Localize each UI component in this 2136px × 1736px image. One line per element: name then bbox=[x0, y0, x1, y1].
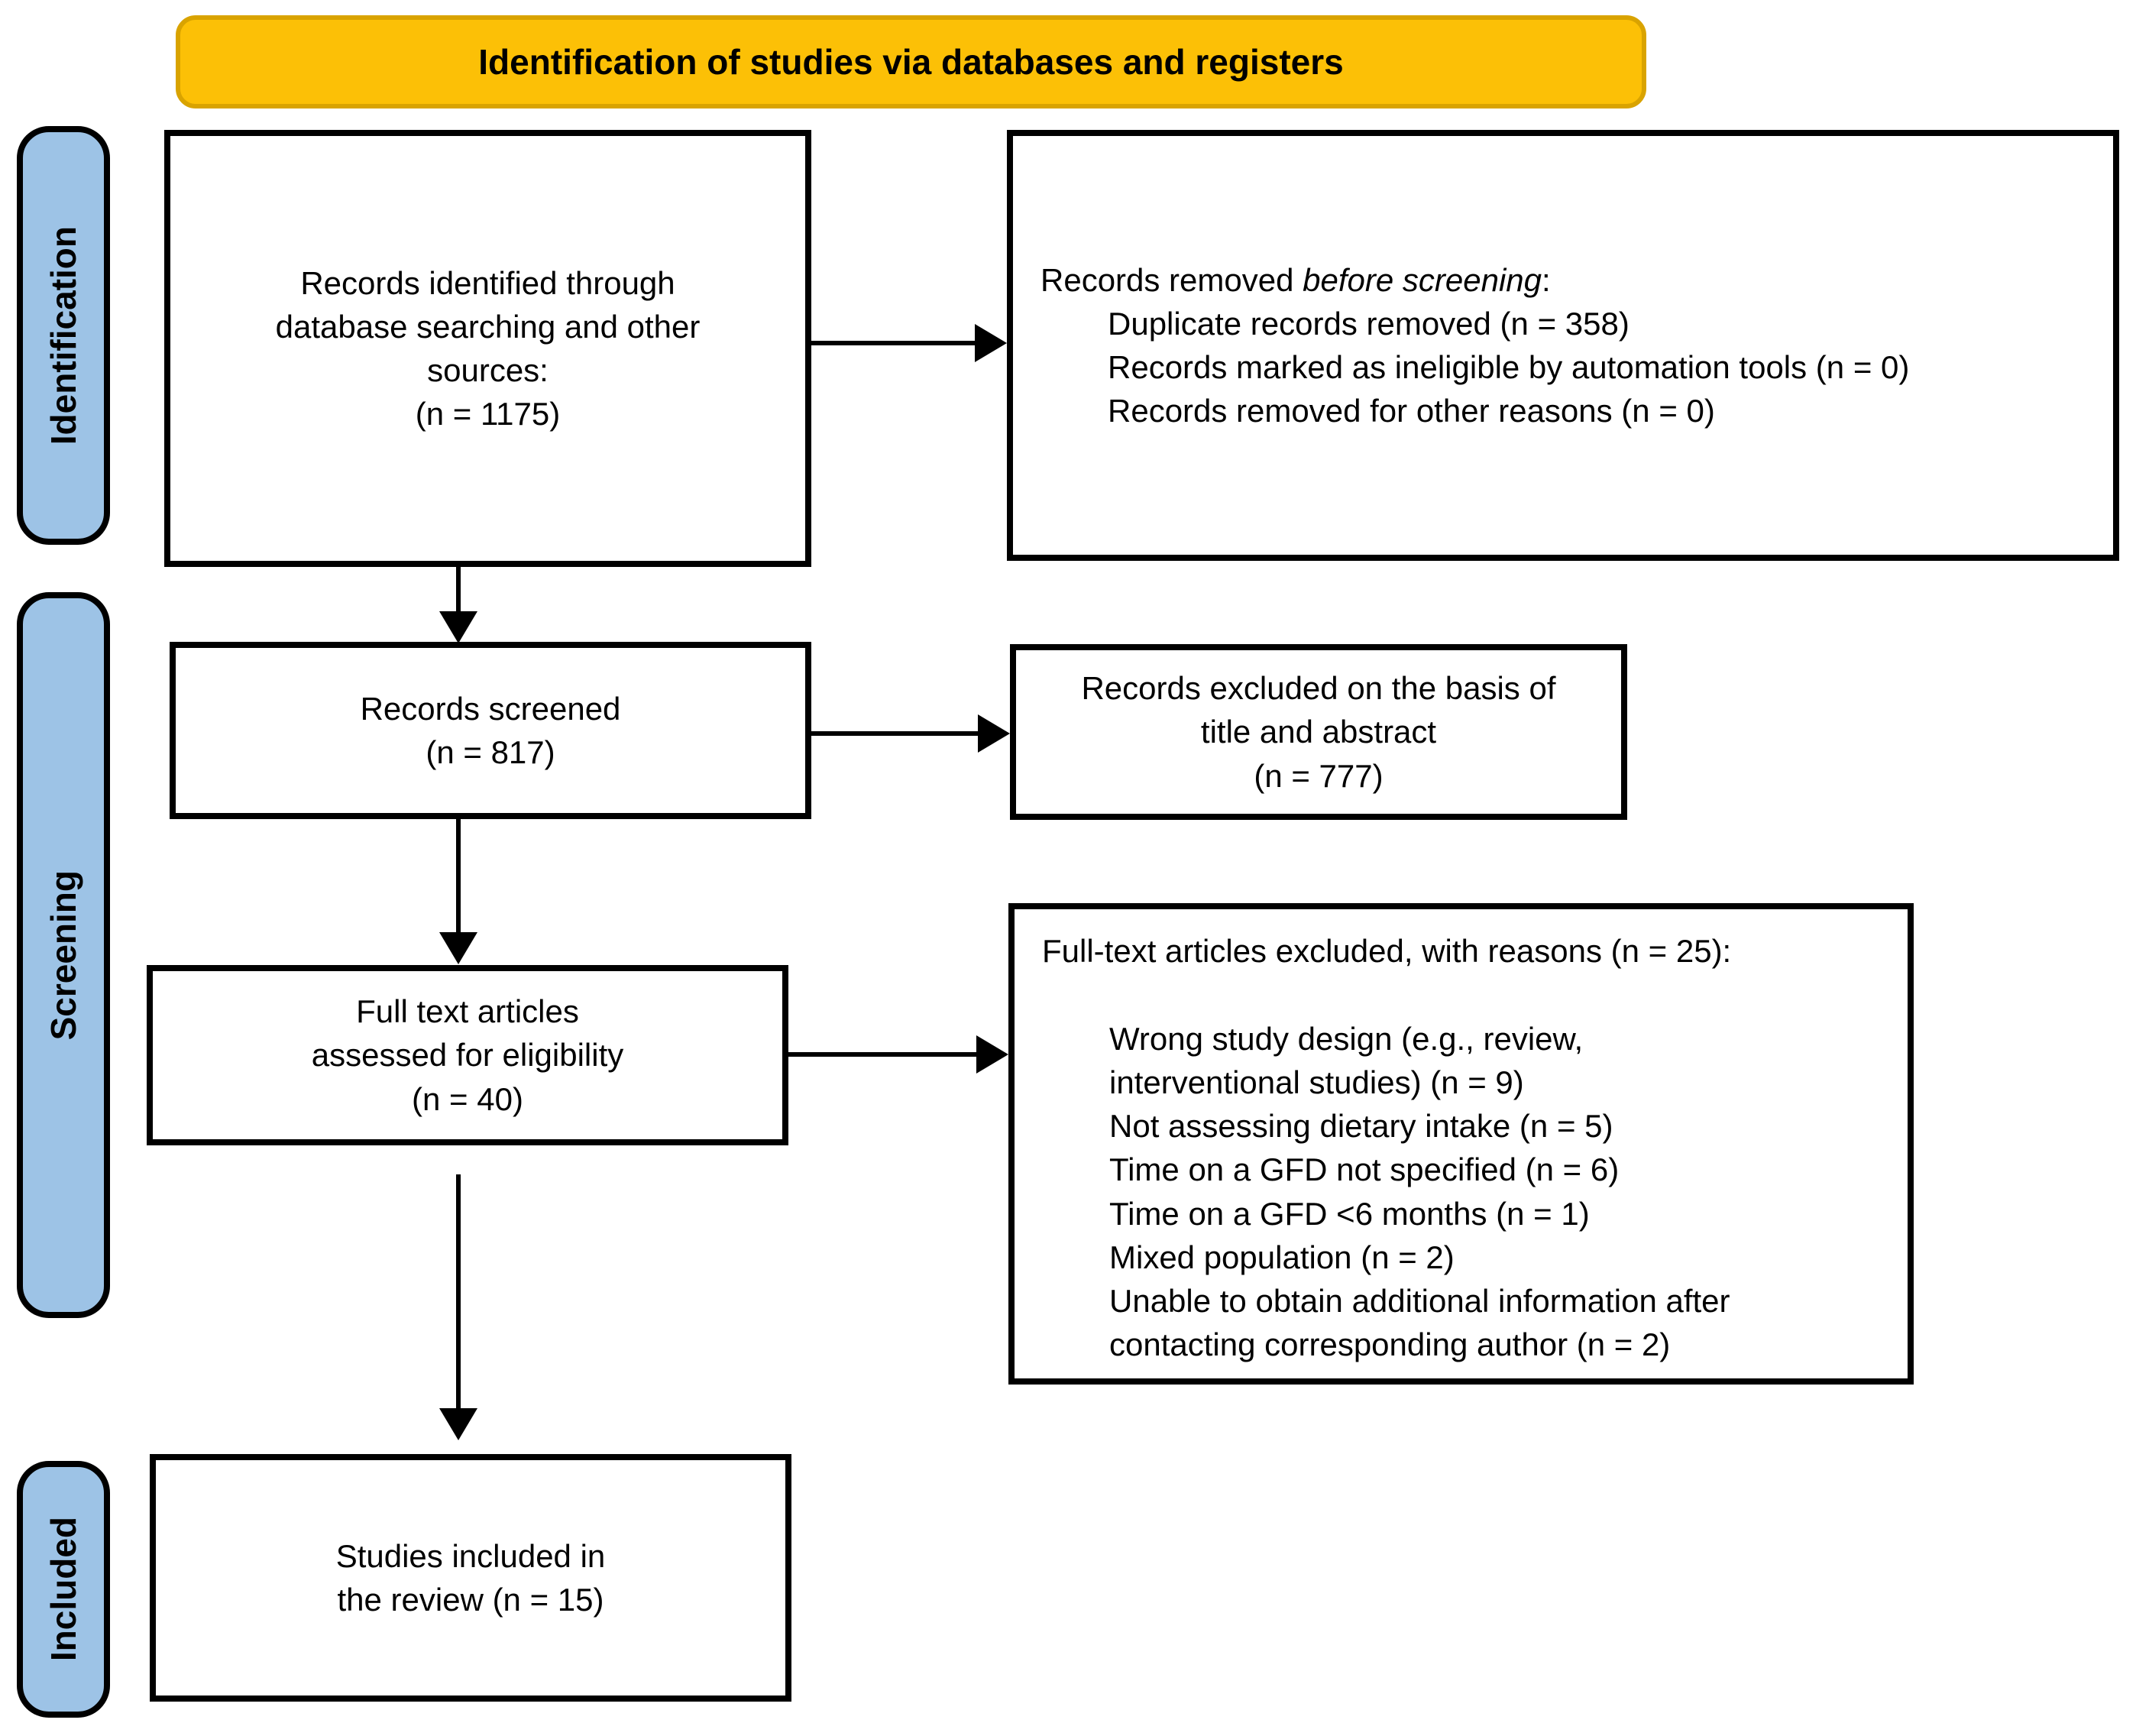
stage-label-screening: Screening bbox=[44, 870, 83, 1041]
stage-label-included: Included bbox=[44, 1517, 83, 1662]
box-studies-included: Studies included in the review (n = 15) bbox=[150, 1454, 791, 1702]
stage-label-identification: Identification bbox=[44, 225, 83, 445]
records-identified-text: Records identified through database sear… bbox=[275, 264, 701, 432]
fulltext-excluded-title: Full-text articles excluded, with reason… bbox=[1042, 933, 1732, 969]
box-fulltext-assessed: Full text articles assessed for eligibil… bbox=[147, 965, 788, 1145]
arrow-identified-to-removed bbox=[811, 323, 1007, 363]
stage-tab-identification: Identification bbox=[17, 126, 110, 545]
records-removed-items: Duplicate records removed (n = 358) Reco… bbox=[1108, 305, 1910, 429]
arrowhead-down-icon bbox=[439, 1408, 477, 1440]
banner-title: Identification of studies via databases … bbox=[478, 42, 1344, 82]
arrow-shaft bbox=[456, 819, 461, 941]
box-fulltext-excluded-with-reasons: Full-text articles excluded, with reason… bbox=[1008, 903, 1914, 1385]
fulltext-assessed-text: Full text articles assessed for eligibil… bbox=[311, 993, 624, 1117]
arrow-fulltext-to-included bbox=[439, 1174, 478, 1440]
stage-tab-included: Included bbox=[17, 1461, 110, 1718]
arrowhead-right-icon bbox=[975, 324, 1007, 362]
records-removed-title: Records removed before screening: bbox=[1040, 258, 1551, 302]
banner-identification-of-studies: Identification of studies via databases … bbox=[176, 15, 1646, 108]
arrowhead-down-icon bbox=[439, 932, 477, 964]
records-screened-text: Records screened (n = 817) bbox=[360, 690, 621, 770]
arrow-shaft bbox=[456, 567, 461, 620]
arrow-shaft bbox=[811, 341, 984, 345]
arrow-shaft bbox=[456, 1174, 461, 1417]
arrow-identified-to-screened bbox=[439, 567, 478, 643]
box-records-removed-before-screening: Records removed before screening: Duplic… bbox=[1007, 130, 2119, 561]
records-excluded-text: Records excluded on the basis of title a… bbox=[1081, 670, 1556, 794]
fulltext-excluded-items: Wrong study design (e.g., review, interv… bbox=[1109, 1021, 1730, 1362]
box-records-identified: Records identified through database sear… bbox=[164, 130, 811, 567]
arrow-shaft bbox=[811, 731, 987, 736]
records-removed-title-prefix: Records removed bbox=[1040, 261, 1303, 298]
arrow-screened-to-excluded bbox=[811, 714, 1010, 753]
arrowhead-down-icon bbox=[439, 611, 477, 643]
box-records-excluded-title-abstract: Records excluded on the basis of title a… bbox=[1010, 644, 1627, 820]
arrow-shaft bbox=[788, 1052, 985, 1057]
arrow-fulltext-to-excluded bbox=[788, 1035, 1008, 1074]
stage-tab-screening: Screening bbox=[17, 592, 110, 1318]
records-removed-title-suffix: : bbox=[1542, 261, 1551, 298]
records-removed-title-italic: before screening bbox=[1303, 261, 1542, 298]
studies-included-text: Studies included in the review (n = 15) bbox=[335, 1537, 606, 1618]
arrowhead-right-icon bbox=[976, 1035, 1008, 1074]
box-records-screened: Records screened (n = 817) bbox=[170, 642, 811, 819]
arrow-screened-to-fulltext bbox=[439, 819, 478, 964]
arrowhead-right-icon bbox=[978, 714, 1010, 753]
